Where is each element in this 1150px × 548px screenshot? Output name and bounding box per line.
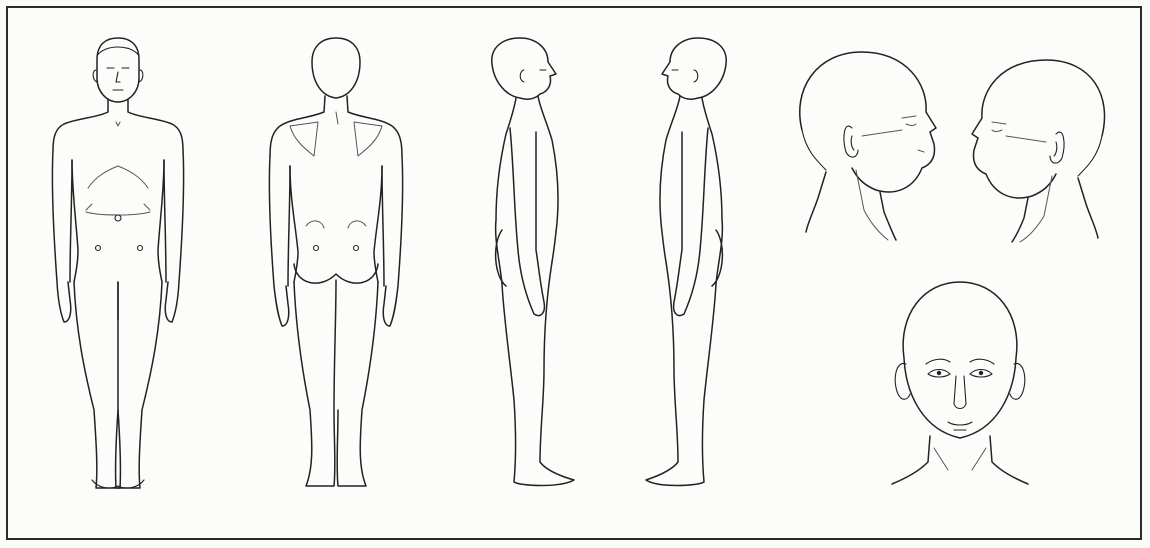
side-body-right-figure [492,38,574,486]
front-head [97,38,139,102]
back-scapula-right [354,122,382,156]
side-left-head [662,38,726,99]
head-front-skull [903,282,1017,438]
head-front-figure [892,282,1028,484]
head-left-skull [972,60,1105,198]
side-right-head [492,38,556,99]
front-body-figure [52,38,183,488]
side-body-left-figure [646,38,726,486]
back-body-figure [269,38,402,486]
head-right-profile-figure [800,52,936,240]
head-left-profile-figure [972,60,1105,242]
back-scapula-left [290,122,318,156]
back-head [312,38,360,98]
head-right-skull [800,52,936,192]
